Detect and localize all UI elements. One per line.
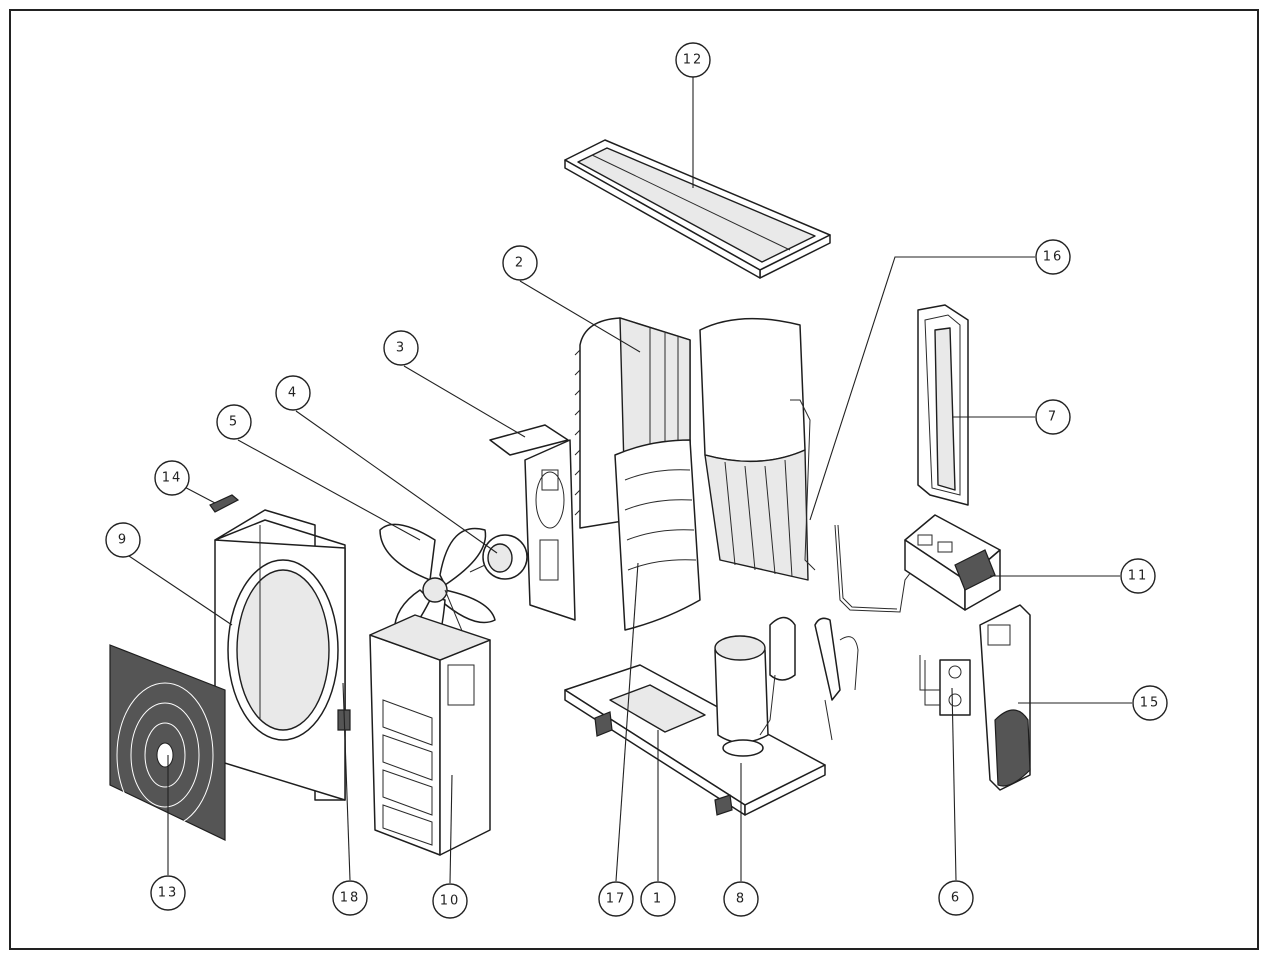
callout-7: 7	[1035, 399, 1071, 435]
callout-15: 15	[1132, 685, 1168, 721]
svg-text:2: 2	[515, 256, 525, 271]
svg-text:18: 18	[340, 891, 361, 906]
svg-text:6: 6	[951, 891, 961, 906]
part-control-box	[904, 514, 1001, 611]
callout-5: 5	[216, 404, 252, 440]
svg-text:4: 4	[288, 386, 298, 401]
svg-text:1: 1	[653, 892, 663, 907]
part-u-pipe	[814, 617, 859, 741]
callout-6: 6	[938, 880, 974, 916]
callout-9: 9	[105, 522, 141, 558]
part-refrigerant-pipe	[834, 524, 921, 613]
part-fan-guard	[109, 644, 226, 841]
svg-text:17: 17	[606, 892, 627, 907]
part-side-plate	[917, 304, 969, 506]
callout-14: 14	[154, 460, 190, 496]
svg-text:9: 9	[118, 533, 128, 548]
svg-text:3: 3	[396, 341, 406, 356]
svg-text:13: 13	[158, 886, 179, 901]
svg-text:16: 16	[1043, 250, 1064, 265]
svg-text:12: 12	[683, 53, 704, 68]
callout-8: 8	[723, 881, 759, 917]
callout-4: 4	[275, 375, 311, 411]
part-base-pan	[564, 664, 826, 816]
part-motor-bracket	[489, 424, 576, 621]
part-compressor	[714, 616, 796, 757]
part-front-panel	[369, 614, 491, 856]
svg-text:8: 8	[736, 892, 746, 907]
svg-text:14: 14	[162, 471, 183, 486]
callout-12: 12	[675, 42, 711, 78]
part-right-panel	[979, 604, 1031, 791]
callouts: 12 2 16 3 4 5 7 14	[105, 42, 1168, 919]
svg-text:7: 7	[1048, 410, 1058, 425]
svg-text:10: 10	[440, 894, 461, 909]
callout-13: 13	[150, 875, 186, 911]
callout-10: 10	[432, 883, 468, 919]
svg-text:11: 11	[1128, 569, 1149, 584]
part-side-grille	[614, 439, 701, 631]
callout-18: 18	[332, 880, 368, 916]
callout-1: 1	[640, 881, 676, 917]
callout-17: 17	[598, 881, 634, 917]
callout-16: 16	[1035, 239, 1071, 275]
part-fan-motor	[469, 534, 528, 580]
part-valve-assembly	[919, 655, 971, 716]
svg-text:5: 5	[229, 415, 239, 430]
svg-text:15: 15	[1140, 696, 1161, 711]
callout-11: 11	[1120, 558, 1156, 594]
part-front-frame	[214, 509, 351, 801]
callout-3: 3	[383, 330, 419, 366]
part-top-cover	[564, 139, 831, 279]
callout-2: 2	[502, 245, 538, 281]
part-clip	[209, 494, 240, 513]
